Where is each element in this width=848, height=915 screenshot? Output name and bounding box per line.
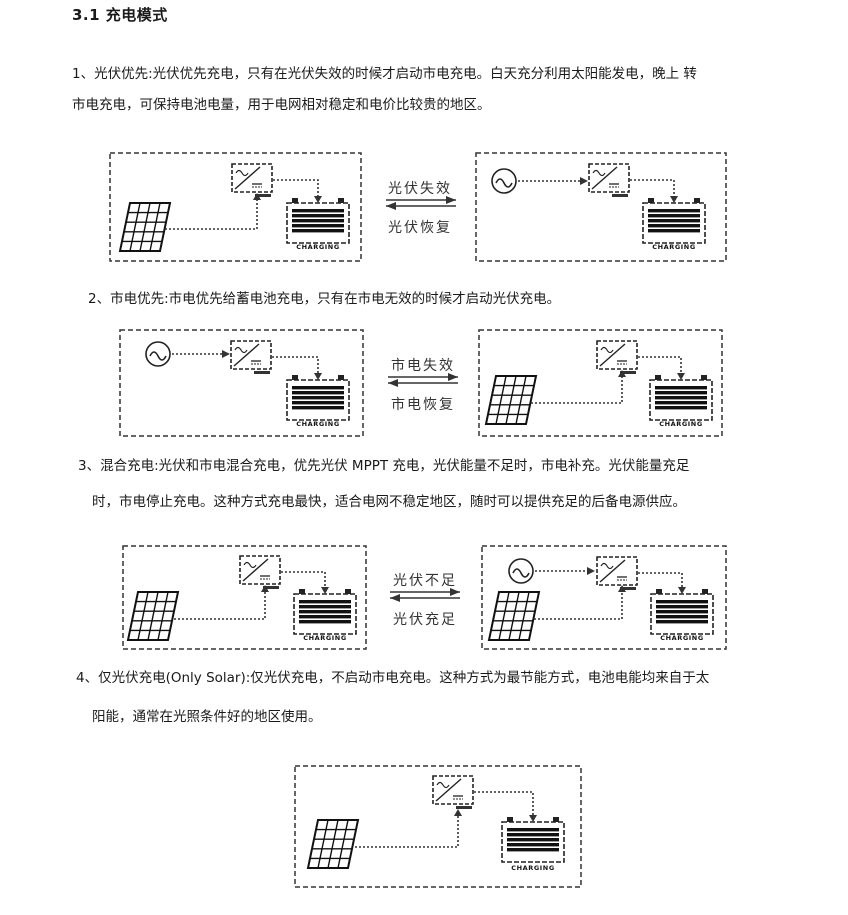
item-2-line-1: 2、市电优先:市电优先给蓄电池充电，只有在市电无效的时候才启动光伏充电。: [88, 291, 561, 307]
item-1-line-2: 市电充电，可保持电池电量，用于电网相对稳定和电价比较贵的地区。: [72, 97, 491, 113]
battery-label: CHARGING: [511, 864, 555, 872]
battery-label: CHARGING: [303, 634, 347, 642]
item-3-line-1: 3、混合充电:光伏和市电混合充电，优先光伏 MPPT 充电，光伏能量不足时，市电…: [78, 458, 690, 474]
battery-label: CHARGING: [659, 420, 703, 428]
figure-only-solar: CHARGING: [294, 765, 582, 888]
figure-hybrid-charging: CHARGING 光伏不足 光伏充足 CHARGING: [122, 545, 727, 650]
item-4-line-1: 4、仅光伏充电(Only Solar):仅光伏充电，不启动市电充电。这种方式为最…: [76, 670, 710, 686]
item-1-line-1: 1、光伏优先:光伏优先充电，只有在光伏失效的时候才启动市电充电。白天充分利用太阳…: [72, 66, 697, 82]
figure-pv-priority: CHARGING 光伏失效 光伏恢复 CHARGING: [109, 152, 727, 262]
item-4-line-2: 阳能，通常在光照条件好的地区使用。: [92, 709, 322, 725]
section-title: 3.1 充电模式: [72, 6, 168, 24]
battery-label: CHARGING: [660, 634, 704, 642]
battery-label: CHARGING: [296, 243, 340, 251]
transition-bottom-label: 光伏充足: [393, 612, 457, 628]
battery-label: CHARGING: [296, 420, 340, 428]
transition-top-label: 光伏不足: [393, 573, 457, 589]
transition-bottom-label: 市电恢复: [391, 396, 455, 413]
item-3-line-2: 时，市电停止充电。这种方式充电最快，适合电网不稳定地区，随时可以提供充足的后备电…: [92, 494, 686, 510]
transition-top-label: 市电失效: [391, 357, 455, 374]
transition-top-label: 光伏失效: [388, 181, 452, 197]
transition-bottom-label: 光伏恢复: [388, 219, 452, 236]
figure-grid-priority: CHARGING 市电失效 市电恢复 CHARGING: [119, 329, 723, 437]
battery-label: CHARGING: [652, 243, 696, 251]
